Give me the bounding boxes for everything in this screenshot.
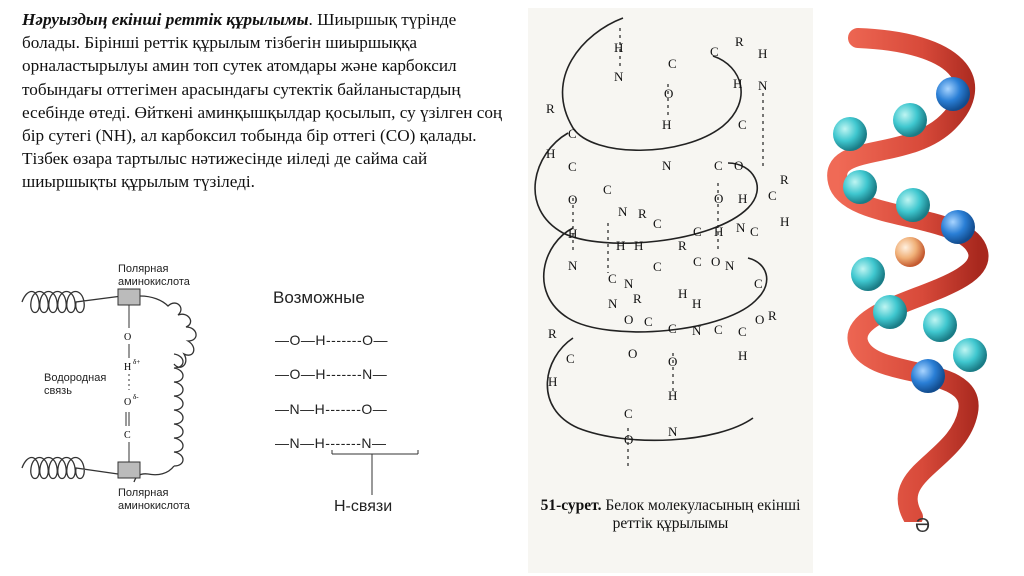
hbond-title: Возможные — [273, 288, 365, 308]
svg-text:R: R — [780, 172, 789, 187]
svg-text:O: O — [628, 346, 637, 361]
svg-text:R: R — [678, 238, 687, 253]
svg-text:H: H — [714, 224, 723, 239]
hbond-row-2: —O—H-------N— — [275, 366, 387, 382]
svg-text:N: N — [668, 424, 678, 439]
svg-text:N: N — [692, 323, 702, 338]
bottom-chain-coil — [22, 458, 118, 479]
svg-text:C: C — [603, 182, 612, 197]
svg-text:C: C — [568, 159, 577, 174]
svg-text:H: H — [692, 296, 701, 311]
svg-text:O: O — [664, 86, 673, 101]
polar-box-top — [118, 289, 140, 305]
paragraph: Нәруыздың екінші реттік құрылымы. Шиыршы… — [22, 8, 512, 194]
svg-text:N: N — [614, 69, 624, 84]
atom-h: H — [124, 362, 131, 373]
svg-text:C: C — [608, 271, 617, 286]
hbond-row-3: —N—H-------O— — [275, 401, 387, 417]
atom-o-bottom: O — [124, 397, 131, 408]
svg-text:N: N — [624, 276, 634, 291]
svg-text:N: N — [618, 204, 628, 219]
svg-text:H: H — [758, 46, 767, 61]
polar-box-bottom — [118, 462, 140, 478]
atom-c: C — [124, 430, 131, 441]
svg-text:C: C — [644, 314, 653, 329]
svg-text:N: N — [758, 78, 768, 93]
svg-text:O: O — [755, 312, 764, 327]
svg-text:O: O — [624, 312, 633, 327]
hbond-row-1: —O—H-------O— — [275, 332, 388, 348]
svg-text:N: N — [568, 258, 578, 273]
svg-text:N: N — [662, 158, 672, 173]
svg-text:O: O — [568, 192, 577, 207]
hbond-bracket — [270, 450, 450, 505]
svg-text:C: C — [668, 56, 677, 71]
svg-text:C: C — [710, 44, 719, 59]
svg-text:H: H — [733, 76, 742, 91]
hbond-footer: H-связи — [334, 498, 392, 516]
svg-text:R: R — [546, 101, 555, 116]
svg-text:H: H — [634, 238, 643, 253]
svg-text:C: C — [653, 216, 662, 231]
svg-text:H: H — [678, 286, 687, 301]
svg-text:C: C — [714, 158, 723, 173]
svg-text:O: O — [624, 432, 633, 447]
svg-text:C: C — [566, 351, 575, 366]
svg-text:N: N — [736, 220, 746, 235]
svg-text:C: C — [750, 224, 759, 239]
atom-o-charge: δ- — [133, 393, 139, 401]
svg-text:C: C — [714, 322, 723, 337]
svg-text:C: C — [693, 224, 702, 239]
atom-h-charge: δ+ — [133, 358, 140, 366]
svg-text:C: C — [768, 188, 777, 203]
svg-text:C: C — [738, 324, 747, 339]
svg-text:C: C — [693, 254, 702, 269]
helix-letter-label: Ә — [915, 515, 930, 538]
svg-text:N: N — [725, 258, 735, 273]
svg-text:N: N — [608, 296, 618, 311]
heading-lead: Нәруыздың екінші реттік құрылымы — [22, 10, 309, 29]
svg-text:H: H — [738, 348, 747, 363]
svg-text:R: R — [548, 326, 557, 341]
svg-text:H: H — [546, 146, 555, 161]
svg-text:H: H — [614, 40, 623, 55]
svg-text:O: O — [734, 158, 743, 173]
atom-o-top: O — [124, 332, 131, 343]
svg-text:O: O — [711, 254, 720, 269]
svg-text:R: R — [638, 206, 647, 221]
svg-text:C: C — [738, 117, 747, 132]
paragraph-body: . Шиыршық түрінде болады. Бірінші реттік… — [22, 10, 502, 191]
svg-text:C: C — [624, 406, 633, 421]
svg-text:H: H — [738, 191, 747, 206]
svg-text:C: C — [568, 126, 577, 141]
svg-text:H: H — [780, 214, 789, 229]
svg-text:R: R — [633, 291, 642, 306]
svg-text:C: C — [668, 321, 677, 336]
svg-text:C: C — [754, 276, 763, 291]
svg-text:H: H — [668, 388, 677, 403]
helix-ribbon-illustration — [818, 22, 1008, 522]
svg-text:R: R — [768, 308, 777, 323]
right-chain-coil — [134, 354, 183, 482]
top-chain-coil — [22, 292, 196, 368]
figure-caption: 51-сурет. Белок молекуласының екінші рет… — [528, 497, 813, 533]
svg-text:H: H — [662, 117, 671, 132]
svg-text:O: O — [714, 191, 723, 206]
svg-text:H: H — [568, 226, 577, 241]
svg-text:R: R — [735, 34, 744, 49]
hbond-row-4: —N—H-------N— — [275, 435, 386, 451]
svg-text:O: O — [668, 354, 677, 369]
svg-text:H: H — [616, 238, 625, 253]
svg-text:C: C — [653, 259, 662, 274]
svg-text:H: H — [548, 374, 557, 389]
